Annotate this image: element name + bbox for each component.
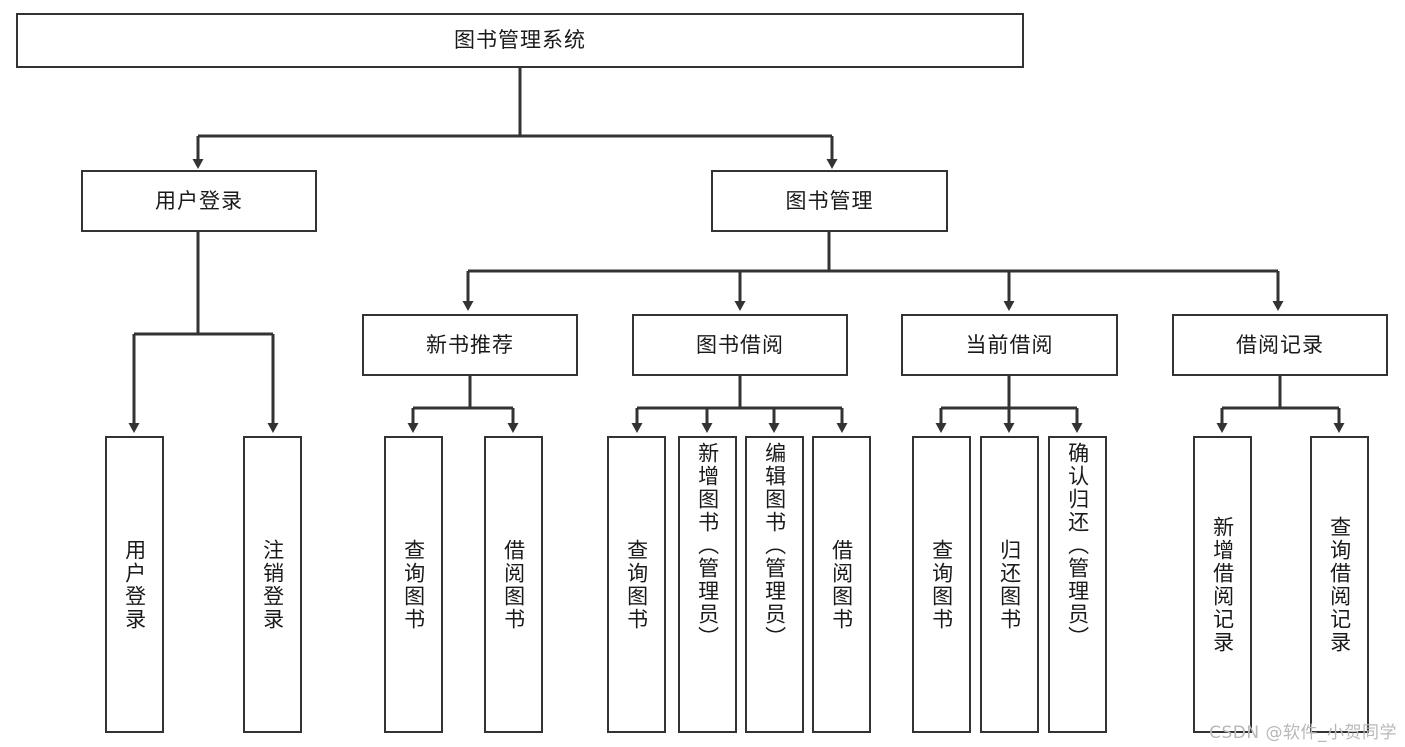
leaf-current-borrow-query[interactable]: 查询图书 xyxy=(912,436,971,733)
leaf-label: 借阅图书 xyxy=(829,538,854,631)
leaf-user-login-login[interactable]: 用户登录 xyxy=(105,436,164,733)
node-root-label: 图书管理系统 xyxy=(454,28,586,52)
node-current-borrow-label: 当前借阅 xyxy=(965,332,1054,357)
leaf-label: 编辑图书（管理员） xyxy=(762,442,787,649)
node-current-borrow[interactable]: 当前借阅 xyxy=(901,314,1118,376)
leaf-label: 借阅图书 xyxy=(501,538,526,631)
leaf-new-book-borrow[interactable]: 借阅图书 xyxy=(484,436,543,733)
leaf-label: 查询图书 xyxy=(401,538,426,631)
leaf-current-borrow-confirm[interactable]: 确认归还（管理员） xyxy=(1048,436,1107,733)
node-root[interactable]: 图书管理系统 xyxy=(16,13,1024,68)
leaf-label: 用户登录 xyxy=(122,538,147,631)
leaf-label: 归还图书 xyxy=(997,538,1022,631)
leaf-label: 查询借阅记录 xyxy=(1327,515,1352,654)
leaf-label: 查询图书 xyxy=(929,538,954,631)
leaf-borrow-record-add[interactable]: 新增借阅记录 xyxy=(1193,436,1252,733)
leaf-label: 新增借阅记录 xyxy=(1210,515,1235,654)
leaf-label: 新增图书（管理员） xyxy=(695,442,720,649)
leaf-label: 确认归还（管理员） xyxy=(1065,442,1090,649)
leaf-user-login-logout[interactable]: 注销登录 xyxy=(243,436,302,733)
leaf-book-borrow-edit[interactable]: 编辑图书（管理员） xyxy=(745,436,804,733)
leaf-book-borrow-add[interactable]: 新增图书（管理员） xyxy=(678,436,737,733)
node-borrow-record-label: 借阅记录 xyxy=(1236,332,1324,357)
node-borrow-record[interactable]: 借阅记录 xyxy=(1172,314,1388,376)
node-new-book-recommend-label: 新书推荐 xyxy=(426,332,514,357)
leaf-label: 注销登录 xyxy=(260,538,285,631)
leaf-book-borrow-borrow[interactable]: 借阅图书 xyxy=(812,436,871,733)
node-user-login[interactable]: 用户登录 xyxy=(81,170,317,232)
leaf-new-book-query[interactable]: 查询图书 xyxy=(384,436,443,733)
node-new-book-recommend[interactable]: 新书推荐 xyxy=(362,314,578,376)
node-book-borrow[interactable]: 图书借阅 xyxy=(632,314,848,376)
node-user-login-label: 用户登录 xyxy=(155,188,243,213)
leaf-current-borrow-return[interactable]: 归还图书 xyxy=(980,436,1039,733)
node-book-manage-label: 图书管理 xyxy=(785,188,874,213)
leaf-book-borrow-query[interactable]: 查询图书 xyxy=(607,436,666,733)
leaf-borrow-record-query[interactable]: 查询借阅记录 xyxy=(1310,436,1369,733)
node-book-borrow-label: 图书借阅 xyxy=(696,332,784,357)
node-book-manage[interactable]: 图书管理 xyxy=(711,170,948,232)
leaf-label: 查询图书 xyxy=(624,538,649,631)
